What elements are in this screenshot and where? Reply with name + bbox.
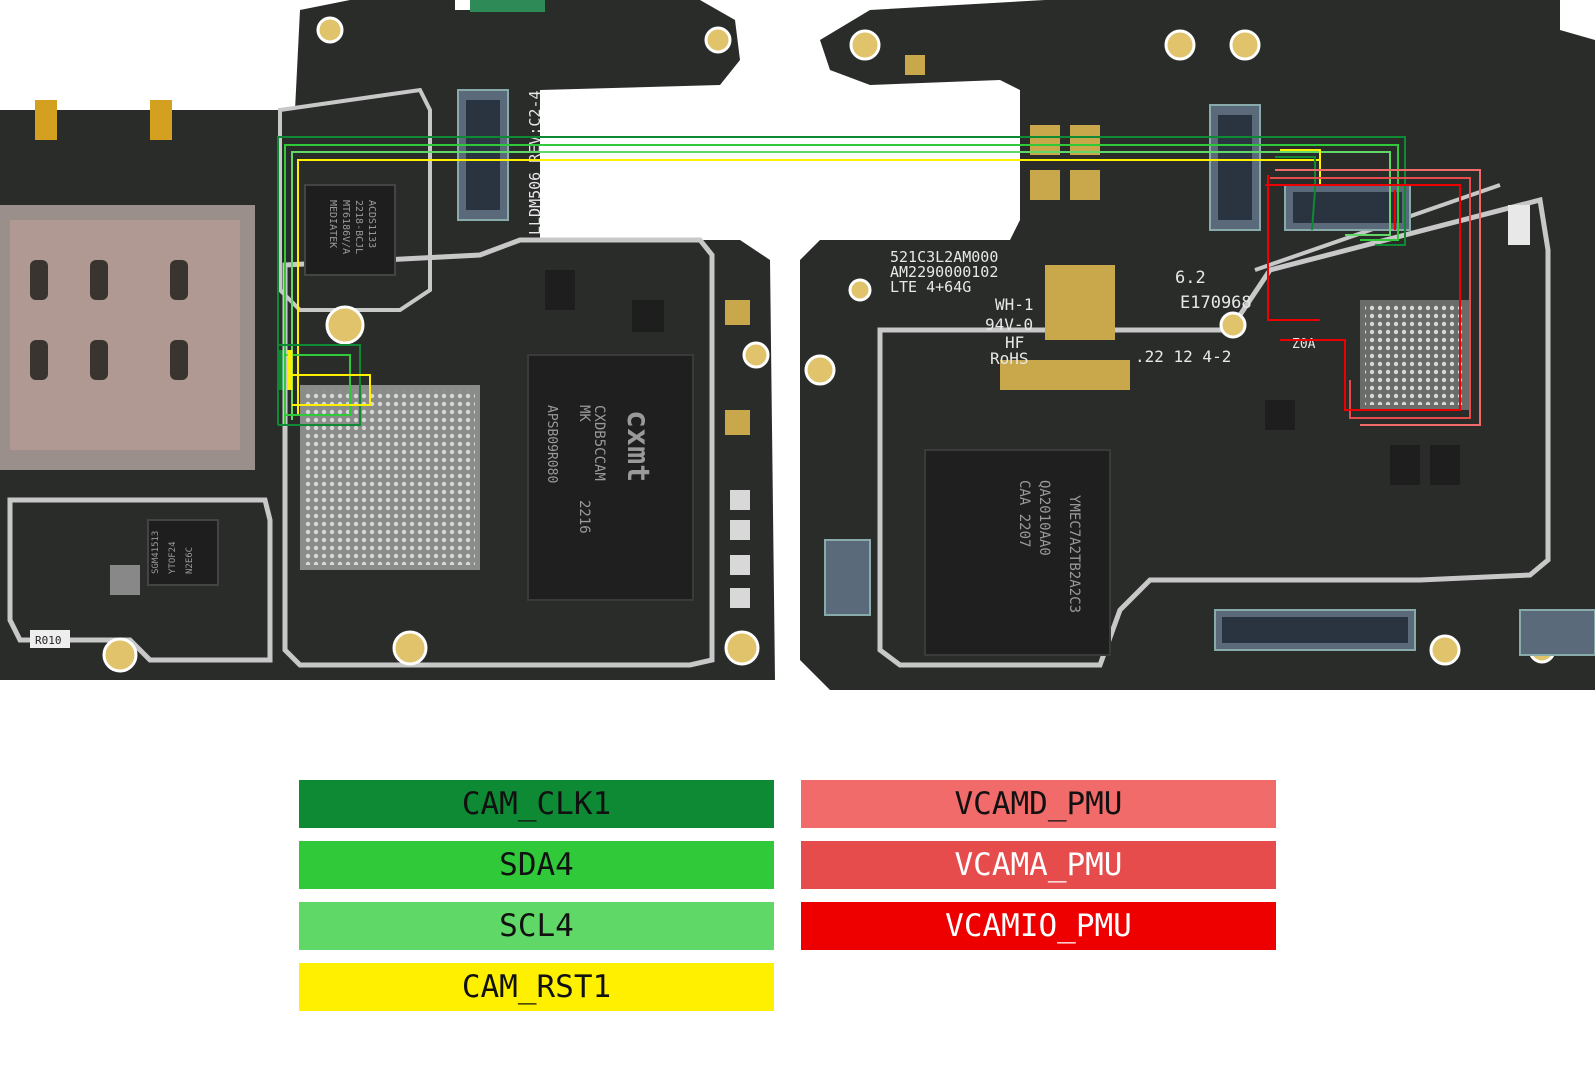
svg-text:N2E6C: N2E6C: [185, 547, 195, 574]
trace-sda4: [284, 144, 1399, 425]
svg-text:94V-0: 94V-0: [985, 315, 1033, 334]
legend-cam-clk1: CAM_CLK1: [299, 780, 774, 828]
svg-text:YMEC7A2TB2A2C3: YMEC7A2TB2A2C3: [1066, 495, 1082, 613]
trace-vcamio-pmu: [1265, 184, 1461, 411]
trace-cam-clk1: [277, 136, 1406, 425]
legend-sda4: SDA4: [299, 841, 774, 889]
legend-vcamd-pmu: VCAMD_PMU: [801, 780, 1276, 828]
legend-vcama-pmu: VCAMA_PMU: [801, 841, 1276, 889]
svg-text:LTE 4+64G: LTE 4+64G: [890, 278, 971, 296]
svg-text:cxmt: cxmt: [620, 410, 655, 482]
svg-text:MEDIATEK: MEDIATEK: [327, 200, 338, 248]
emmc-chip: [924, 449, 1111, 656]
svg-text:6.2: 6.2: [1175, 268, 1206, 288]
svg-text:APSB09R080: APSB09R080: [544, 405, 559, 483]
svg-text:ACDS1133: ACDS1133: [366, 200, 377, 248]
svg-text:MT6186V/A: MT6186V/A: [340, 200, 351, 254]
mediatek-chip: [304, 184, 396, 276]
legend-scl4: SCL4: [299, 902, 774, 950]
svg-text:CXDB5CCAM: CXDB5CCAM: [591, 405, 607, 481]
svg-text:2216: 2216: [576, 500, 592, 534]
left-board: MEDIATEK MT6186V/A 2218-BCJL ACDS1133 LL…: [0, 0, 775, 680]
svg-text:2218-BCJL: 2218-BCJL: [353, 200, 364, 254]
trace-vcamd-pmu: [1275, 169, 1481, 426]
legend-cam-rst1: CAM_RST1: [299, 963, 774, 1011]
svg-text:LLDM506 REV:C2-4: LLDM506 REV:C2-4: [526, 91, 544, 236]
svg-text:AM2290000102: AM2290000102: [890, 263, 998, 281]
svg-text:E170968: E170968: [1180, 293, 1252, 313]
svg-text:WH-1: WH-1: [995, 295, 1034, 314]
signal-traces: [277, 136, 1481, 426]
svg-text:CAA 2207: CAA 2207: [1016, 480, 1032, 547]
cxmt-memory-chip: [527, 354, 694, 601]
legend-vcamio-pmu: VCAMIO_PMU: [801, 902, 1276, 950]
svg-text:QA2010AA0: QA2010AA0: [1036, 480, 1052, 556]
trace-scl4: [291, 151, 1391, 420]
svg-text:521C3L2AM000: 521C3L2AM000: [890, 248, 998, 266]
trace-vcama-pmu: [1270, 177, 1471, 419]
svg-text:HF: HF: [1005, 333, 1024, 352]
right-board: 521C3L2AM000 AM2290000102 LTE 4+64G WH-1…: [800, 0, 1595, 690]
pcb-board-diagram: MEDIATEK MT6186V/A 2218-BCJL ACDS1133 LL…: [0, 0, 1595, 690]
svg-text:SGM41513: SGM41513: [151, 531, 161, 574]
sgm-chip: [147, 519, 219, 586]
svg-text:RoHS: RoHS: [990, 349, 1029, 368]
svg-text:R010: R010: [35, 634, 62, 647]
svg-text:MK: MK: [576, 405, 592, 422]
svg-text:.22 12 4-2: .22 12 4-2: [1135, 347, 1231, 366]
svg-text:YTOF24: YTOF24: [168, 541, 178, 574]
